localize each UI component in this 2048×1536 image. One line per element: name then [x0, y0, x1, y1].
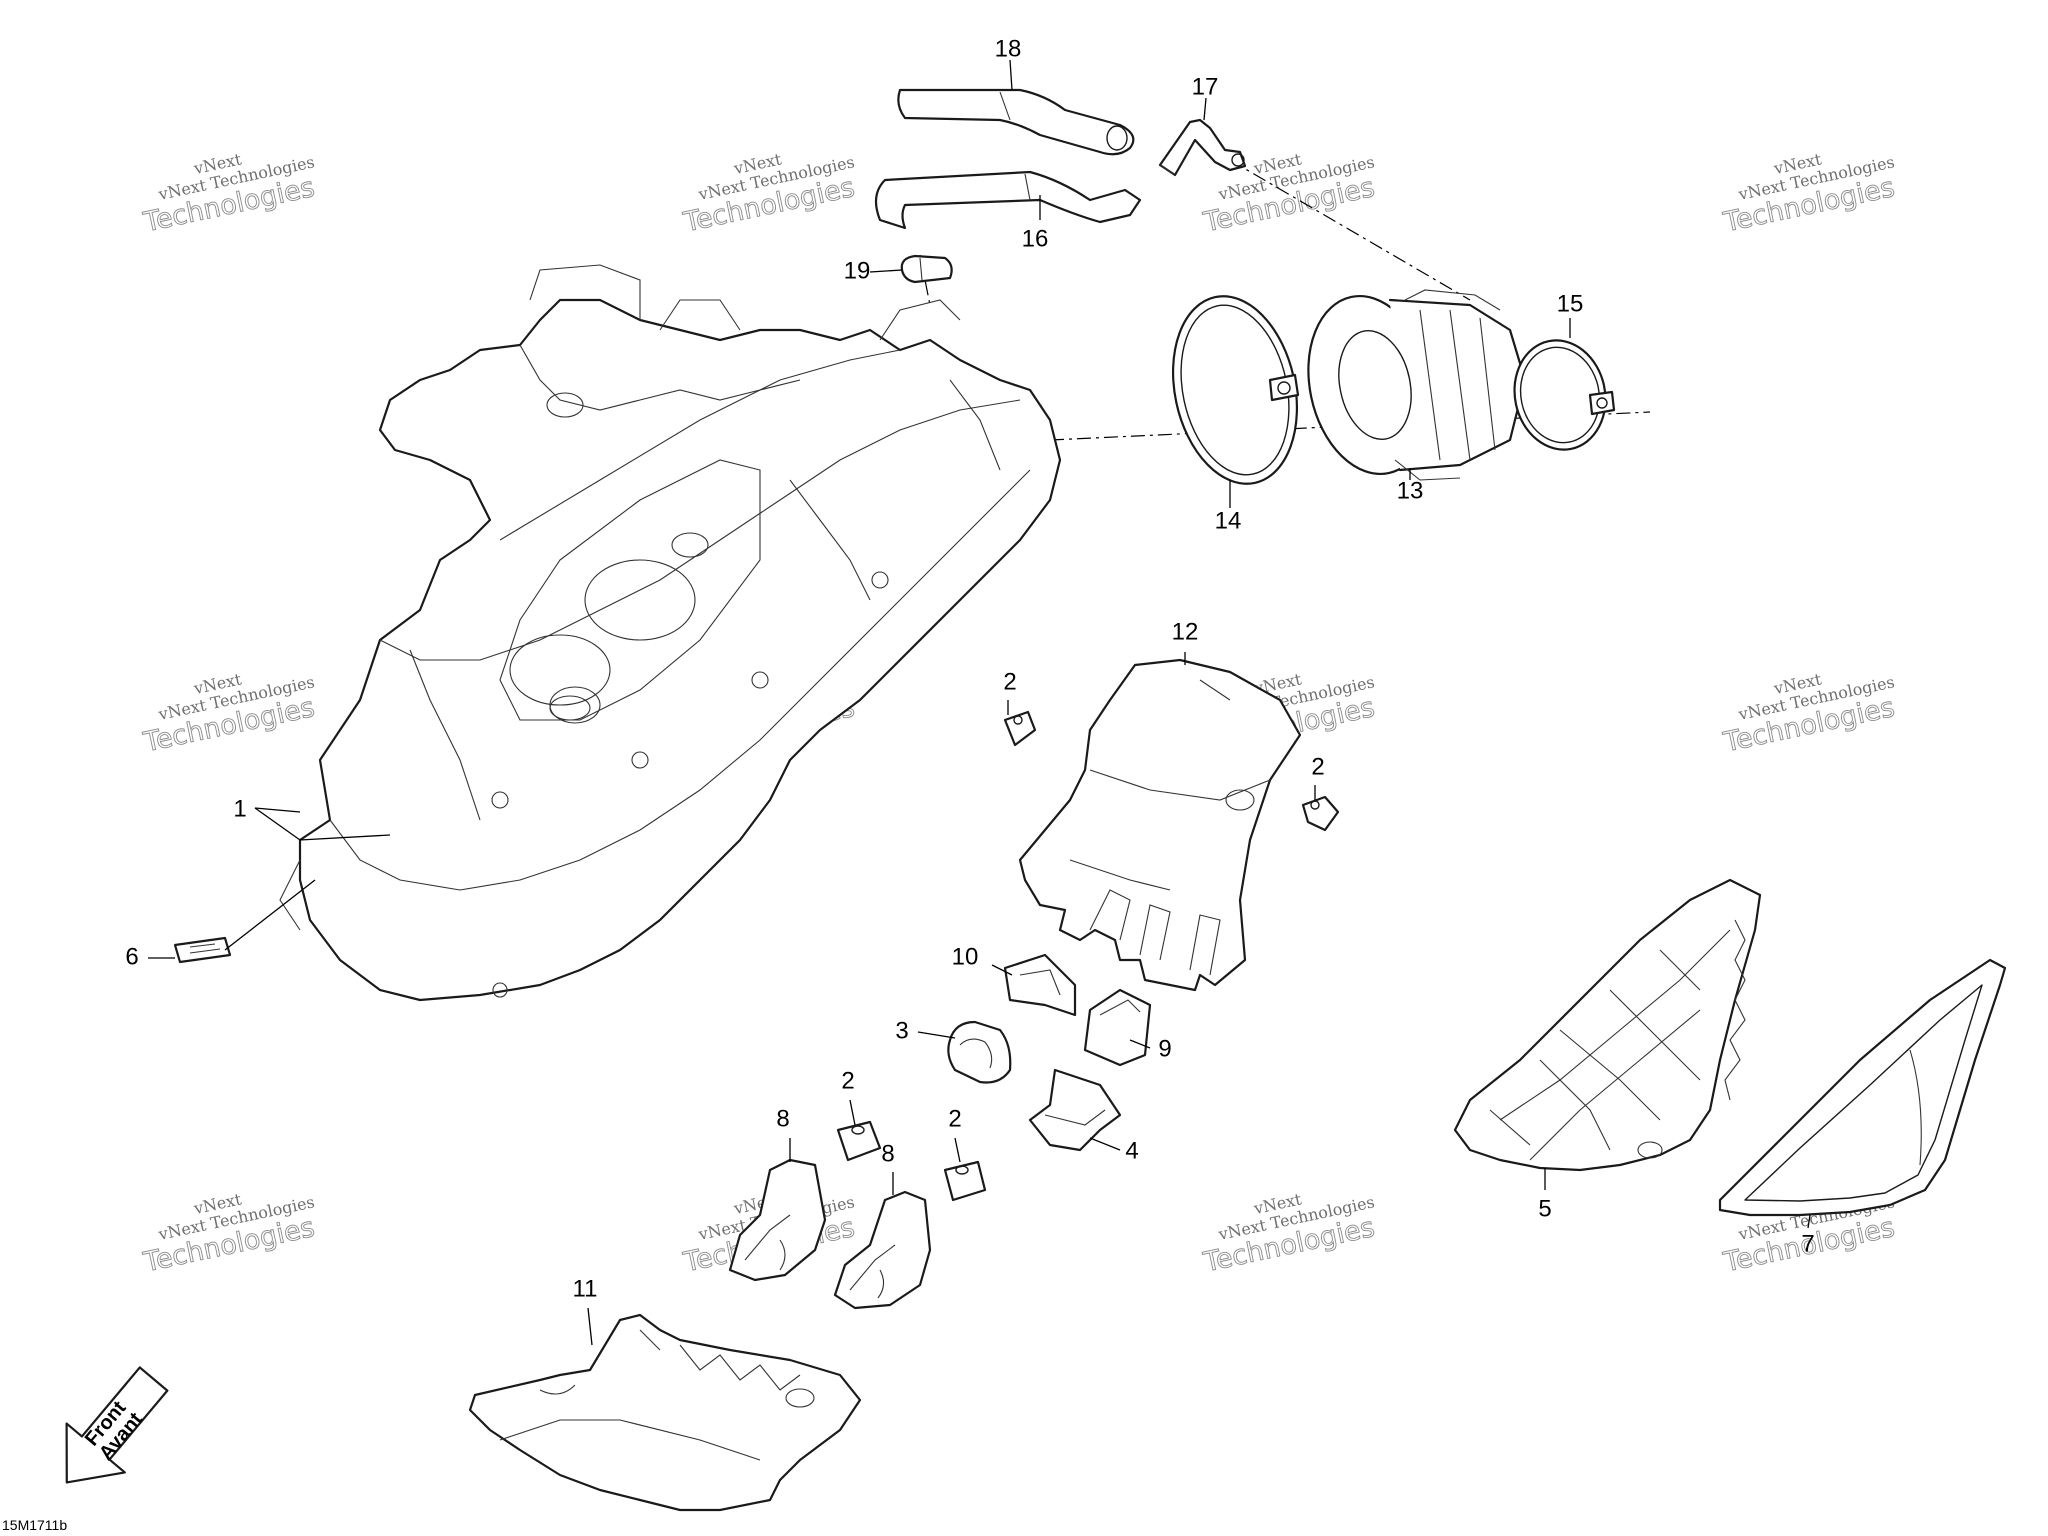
- retainer-9: [1083, 988, 1152, 1067]
- watermark: vNext vNext Technologies Technologies: [1720, 149, 1898, 239]
- callout-3: 3: [895, 1017, 908, 1044]
- front-direction-arrow: Front Avant: [65, 1366, 169, 1484]
- intake-adapter: [1307, 289, 1527, 481]
- callout-8b: 8: [881, 1140, 894, 1167]
- air-filter: [1453, 878, 1762, 1172]
- filter-gasket-frame: [1718, 958, 2007, 1217]
- callout-19: 19: [844, 257, 871, 284]
- heat-shield-upper: [1018, 658, 1302, 992]
- watermark: vNext vNext Technologies Technologies: [1720, 669, 1898, 759]
- mounting-bracket-10: [1003, 953, 1077, 1017]
- intake-clamp-small: [1513, 339, 1616, 451]
- vent-elbow-fitting: [1158, 118, 1247, 177]
- watermark: vNext vNext Technologies Technologies: [140, 669, 318, 759]
- watermark: vNext vNext Technologies Technologies: [140, 1189, 318, 1279]
- callout-2a: 2: [1003, 668, 1016, 695]
- callout-2d: 2: [948, 1105, 961, 1132]
- callout-10: 10: [952, 943, 979, 970]
- clip-2d: [943, 1160, 987, 1202]
- callout-18: 18: [995, 35, 1022, 62]
- callout-17: 17: [1192, 73, 1219, 100]
- callout-8a: 8: [776, 1105, 789, 1132]
- callout-6: 6: [125, 943, 138, 970]
- callout-2b: 2: [1311, 753, 1324, 780]
- support-bracket-8b: [833, 1190, 932, 1310]
- callout-9: 9: [1158, 1035, 1171, 1062]
- callout-5: 5: [1538, 1195, 1551, 1222]
- vent-hose-lower: [874, 170, 1142, 230]
- leader-lines: [148, 59, 1811, 1346]
- grommet-3: [947, 1020, 1012, 1084]
- callouts: 1 2 2 2 2 3 4 5 6 7 8 8 9 10 11 12 13 14…: [125, 35, 1814, 1302]
- support-bracket-8a: [728, 1158, 827, 1282]
- clip-2a: [1003, 710, 1037, 747]
- callout-2c: 2: [841, 1067, 854, 1094]
- callout-16: 16: [1022, 225, 1049, 252]
- clip-2c: [836, 1120, 882, 1162]
- callout-14: 14: [1215, 507, 1242, 534]
- clip-2b: [1301, 795, 1340, 832]
- watermark: vNext vNext Technologies Technologies: [1200, 1189, 1378, 1279]
- watermark: vNext vNext Technologies Technologies: [680, 149, 858, 239]
- callout-11: 11: [573, 1275, 598, 1302]
- heat-shield-lower: [468, 1313, 862, 1512]
- intake-clamp-large: [1171, 295, 1300, 485]
- callout-4: 4: [1125, 1137, 1138, 1164]
- label-decal: [173, 936, 232, 964]
- callout-12: 12: [1172, 618, 1199, 645]
- callout-7: 7: [1801, 1230, 1814, 1257]
- watermark: vNext vNext Technologies Technologies: [140, 149, 318, 239]
- hose-clamp-small: [900, 254, 953, 284]
- seal-strip-4: [1028, 1068, 1122, 1152]
- callout-1: 1: [233, 795, 246, 822]
- vent-hose-upper: [897, 88, 1135, 156]
- callout-15: 15: [1557, 290, 1584, 317]
- callout-13: 13: [1397, 477, 1424, 504]
- assembly-axis-vent: [1229, 159, 1471, 301]
- air-box-housing: [279, 264, 1062, 1002]
- drawing-reference: 15M1711b: [2, 1517, 67, 1533]
